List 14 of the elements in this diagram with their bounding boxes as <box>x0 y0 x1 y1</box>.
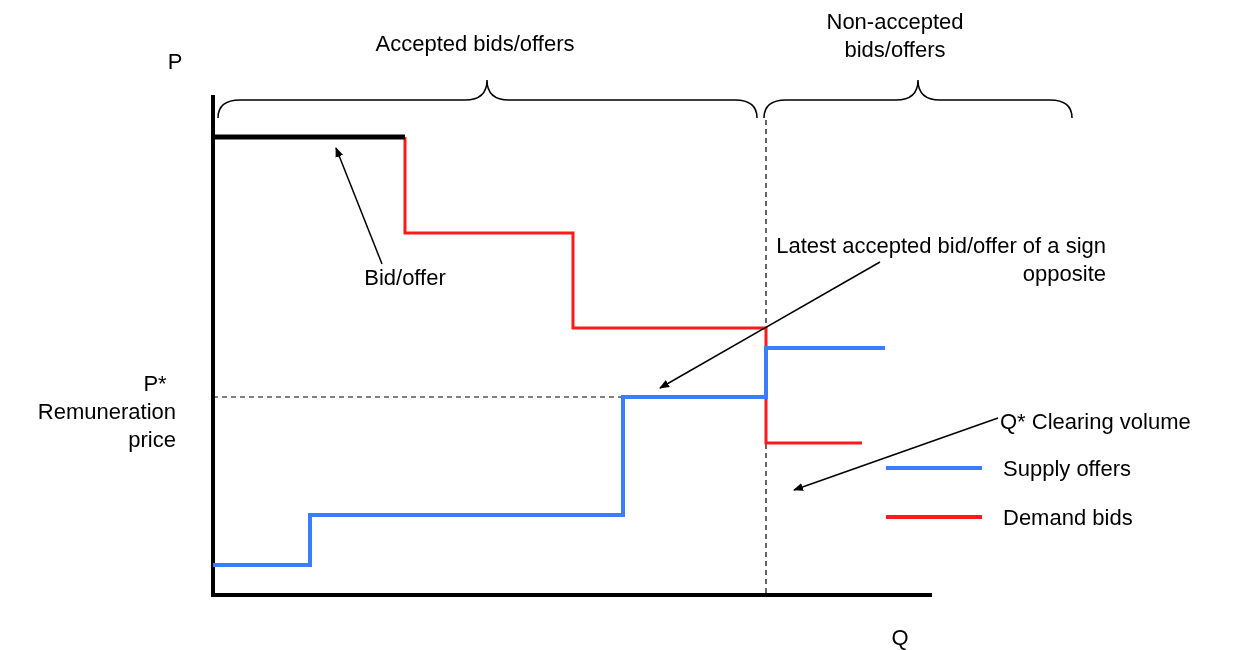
leader-arrow <box>793 417 999 491</box>
axis-label: Accepted bids/offers <box>374 30 576 58</box>
axis-label: Q <box>890 624 910 650</box>
annotation-text: Q* Clearing volume <box>1000 408 1192 436</box>
legend-text: Demand bids <box>1003 504 1133 532</box>
annotation-text: Latest accepted bid/offer of a sign opposite <box>775 232 1106 287</box>
legend-text: Supply offers <box>1003 455 1131 483</box>
leader-arrow <box>659 261 881 389</box>
axis-label: Non-accepted bids/offers <box>825 8 965 63</box>
annotation-text: Bid/offer <box>363 264 447 292</box>
axis-label: Remuneration price <box>36 398 176 453</box>
axis-label: P* <box>142 370 168 398</box>
axis-label: P <box>166 48 184 76</box>
leader-arrow <box>335 147 383 265</box>
